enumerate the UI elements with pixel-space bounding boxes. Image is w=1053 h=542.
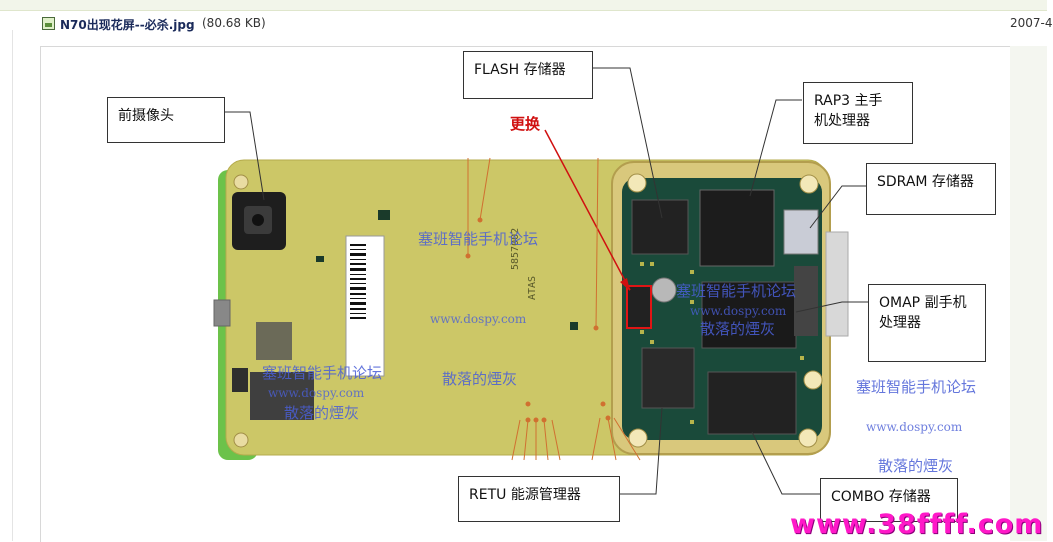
retu-chip: [641, 347, 695, 409]
watermark-url-3: www.dospy.com: [690, 304, 787, 318]
callout-rap3-line1: RAP3 主手: [814, 93, 883, 109]
callout-omap-line1: OMAP 副手机: [879, 295, 967, 311]
callout-retu: RETU 能源管理器: [458, 476, 620, 522]
screw-hole: [627, 173, 647, 193]
component-strip: [794, 266, 818, 336]
callout-front-camera: 前摄像头: [107, 97, 225, 143]
watermark-forum-1: 塞班智能手机论坛: [418, 230, 539, 248]
callout-flash-text: FLASH 存储器: [474, 62, 566, 78]
watermark-author-1: 散落的煙灰: [442, 370, 518, 388]
screw-hole: [233, 174, 249, 190]
site-watermark: www.38ffff.com: [790, 509, 1044, 540]
replacement-arrow-line: [544, 129, 631, 291]
watermark-forum-3: 塞班智能手机论坛: [676, 282, 797, 300]
callout-retu-text: RETU 能源管理器: [469, 487, 581, 503]
left-connector: [250, 372, 314, 420]
callout-front-camera-text: 前摄像头: [118, 108, 174, 124]
callout-combo: COMBO 存储器: [820, 478, 958, 522]
callout-rap3-line2: 机处理器: [814, 113, 870, 129]
side-connector: [825, 231, 849, 337]
svg-text:ATAS: ATAS: [527, 276, 538, 300]
top-strip: [0, 0, 1047, 11]
attachment-size: (80.68 KB): [202, 16, 266, 30]
left-rule: [12, 30, 13, 541]
screw-hole: [628, 428, 648, 448]
sdram-chip: [783, 209, 819, 255]
replacement-arrow-head: [620, 278, 630, 291]
screw-hole: [233, 432, 249, 448]
replacement-label: 更换: [510, 115, 541, 133]
watermark-author-4: 散落的煙灰: [878, 457, 954, 475]
screw-hole: [798, 428, 818, 448]
rap3-chip: [699, 189, 775, 267]
barcode-label: [345, 235, 385, 377]
combo-chip: [707, 371, 797, 435]
attachment-filename-link[interactable]: N70出现花屏--必杀.jpg: [60, 18, 195, 32]
callout-sdram: SDRAM 存储器: [866, 163, 996, 215]
image-right-margin: [1010, 46, 1047, 541]
screw-hole: [803, 370, 823, 390]
attachment-row: N70出现花屏--必杀.jpg (80.68 KB) 2007-4: [0, 10, 1053, 38]
callout-omap: OMAP 副手机 处理器: [868, 284, 986, 362]
watermark-forum-4: 塞班智能手机论坛: [856, 378, 977, 396]
callout-omap-line2: 处理器: [879, 315, 921, 331]
screw-hole: [799, 174, 819, 194]
watermark-author-2: 散落的煙灰: [284, 404, 360, 422]
left-chip: [256, 322, 292, 360]
watermark-author-3: 散落的煙灰: [700, 320, 776, 338]
silver-component: [651, 277, 677, 303]
image-file-icon: [42, 17, 55, 30]
omap-chip: [701, 281, 797, 349]
watermark-url-2: www.dospy.com: [268, 386, 365, 400]
callout-rap3: RAP3 主手 机处理器: [803, 82, 913, 144]
callout-sdram-text: SDRAM 存储器: [877, 174, 974, 190]
post-date: 2007-4: [1010, 16, 1053, 30]
watermark-url-1: www.dospy.com: [430, 312, 527, 326]
callout-flash: FLASH 存储器: [463, 51, 593, 99]
svg-text:5857002: 5857002: [510, 228, 521, 270]
watermark-url-4: www.dospy.com: [866, 420, 963, 434]
watermark-forum-2: 塞班智能手机论坛: [262, 364, 383, 382]
callout-combo-text: COMBO 存储器: [831, 489, 931, 505]
replacement-highlight-box: [626, 285, 652, 329]
